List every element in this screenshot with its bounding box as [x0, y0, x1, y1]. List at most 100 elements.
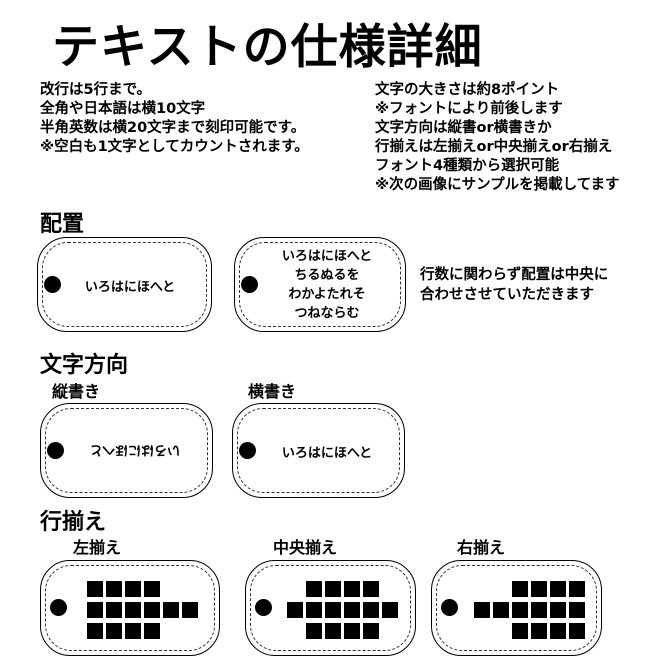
tag-right-align-sample: [431, 560, 602, 656]
block-row: [87, 602, 201, 620]
character-block: [344, 581, 360, 597]
character-block: [144, 602, 160, 618]
spec-line: 全角や日本語は横10文字: [40, 101, 206, 117]
tag-hole: [441, 599, 458, 616]
layout-heading: 配置: [40, 212, 85, 237]
character-block: [106, 623, 122, 639]
character-block: [363, 581, 379, 597]
align-heading: 行揃え: [40, 510, 107, 535]
character-block: [306, 623, 322, 639]
spec-line: フォント4種類から選択可能: [375, 158, 560, 174]
character-block: [531, 623, 547, 639]
layout-note: 行数に関わらず配置は中央に 合わせさせていただきます: [420, 265, 608, 305]
block-row: [287, 623, 401, 641]
character-block: [550, 623, 566, 639]
character-block: [306, 581, 322, 597]
block-row: [287, 581, 401, 599]
tag-text-line: ちるぬるを: [294, 268, 360, 283]
spec-list-left: 改行は5行まで。 全角や日本語は横10文字 半角英数は横20文字まで刻印可能です…: [40, 81, 309, 157]
block-grid-left: [87, 581, 201, 644]
block-row: [87, 623, 201, 641]
block-row: [474, 623, 588, 641]
character-block: [512, 581, 528, 597]
spec-line: 文字方向は縦書or横書きか: [375, 120, 552, 136]
character-block: [363, 602, 379, 618]
character-block: [287, 602, 303, 618]
horizontal-label: 横書き: [248, 382, 297, 401]
tag-text-line: つねならむ: [294, 306, 360, 321]
character-block: [125, 602, 141, 618]
spec-line: ※次の画像にサンプルを掲載してます: [375, 177, 620, 193]
spec-list-right: 文字の大きさは約8ポイント ※フォントにより前後します 文字方向は縦書or横書き…: [375, 81, 620, 195]
direction-heading: 文字方向: [40, 353, 129, 378]
character-block: [550, 602, 566, 618]
tag-text-line: いろはにほへと: [281, 249, 373, 264]
vertical-label: 縦書き: [52, 382, 101, 401]
tag-multi-line-sample: いろはにほへと ちるぬるを わかよたれそ つねならむ: [234, 237, 406, 332]
character-block: [474, 602, 490, 618]
block-grid-right: [474, 581, 588, 644]
block-grid-center: [287, 581, 401, 644]
character-block: [344, 602, 360, 618]
tag-hole: [50, 599, 67, 616]
tag-hole: [239, 442, 256, 459]
block-row: [474, 581, 588, 599]
character-block: [531, 581, 547, 597]
character-block: [569, 581, 585, 597]
tag-multiline-text: いろはにほへと ちるぬるを わかよたれそ つねならむ: [265, 247, 389, 323]
tag-hole: [255, 599, 272, 616]
character-block: [325, 581, 341, 597]
note-line: 合わせさせていただきます: [420, 287, 594, 303]
character-block: [493, 602, 509, 618]
spec-line: 半角英数は横20文字まで刻印可能です。: [40, 120, 306, 136]
tag-text-line: わかよたれそ: [288, 287, 366, 302]
character-block: [512, 602, 528, 618]
tag-horizontal-sample: いろはにほへと: [232, 403, 405, 498]
character-block: [182, 602, 198, 618]
character-block: [382, 602, 398, 618]
character-block: [531, 602, 547, 618]
center-align-label: 中央揃え: [273, 538, 338, 557]
character-block: [163, 602, 179, 618]
character-block: [106, 581, 122, 597]
right-align-label: 右揃え: [457, 538, 506, 557]
page-title: テキストの仕様詳細: [52, 20, 483, 75]
character-block: [125, 623, 141, 639]
character-block: [87, 602, 103, 618]
spec-line: ※フォントにより前後します: [375, 101, 563, 117]
character-block: [569, 602, 585, 618]
tag-text: いろはにほへと: [84, 280, 176, 295]
block-row: [87, 581, 201, 599]
character-block: [87, 623, 103, 639]
tag-hole: [241, 276, 258, 293]
note-line: 行数に関わらず配置は中央に: [420, 267, 609, 283]
spec-line: ※空白も1文字としてカウントされます。: [40, 139, 309, 155]
tag-text-rotated: いろはにほへと: [89, 442, 181, 457]
character-block: [144, 581, 160, 597]
tag-hole: [47, 442, 64, 459]
tag-left-align-sample: [40, 560, 220, 656]
tag-single-line-sample: いろはにほへと: [37, 237, 212, 332]
character-block: [344, 623, 360, 639]
spec-line: 文字の大きさは約8ポイント: [375, 82, 560, 98]
character-block: [325, 602, 341, 618]
character-block: [106, 602, 122, 618]
tag-vertical-sample: いろはにほへと: [40, 403, 213, 498]
character-block: [363, 623, 379, 639]
left-align-label: 左揃え: [73, 538, 122, 557]
character-block: [325, 623, 341, 639]
block-row: [287, 602, 401, 620]
block-row: [474, 602, 588, 620]
character-block: [144, 623, 160, 639]
tag-hole: [44, 276, 61, 293]
character-block: [125, 581, 141, 597]
character-block: [512, 623, 528, 639]
character-block: [550, 581, 566, 597]
character-block: [569, 623, 585, 639]
character-block: [306, 602, 322, 618]
spec-line: 改行は5行まで。: [40, 82, 152, 98]
tag-center-align-sample: [245, 560, 416, 656]
character-block: [87, 581, 103, 597]
tag-text: いろはにほへと: [281, 446, 373, 461]
spec-line: 行揃えは左揃えor中央揃えor右揃え: [375, 139, 613, 155]
